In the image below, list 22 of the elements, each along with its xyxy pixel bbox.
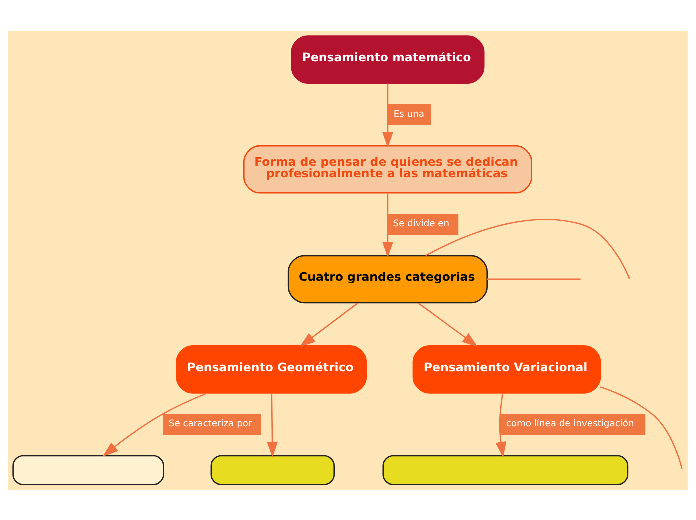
edge-label: Se divide en	[393, 219, 450, 230]
node-box	[210, 454, 336, 485]
node-box: Pensamiento Geométrico	[176, 345, 368, 394]
arrow	[496, 392, 507, 458]
connector	[600, 386, 683, 469]
arrow	[102, 392, 208, 456]
arrow	[382, 193, 394, 258]
edge-label: Es una	[394, 109, 424, 120]
connector	[487, 278, 581, 280]
arrow	[300, 302, 358, 347]
edge-label: como línea de investigación	[506, 419, 634, 430]
arrow	[418, 302, 478, 347]
node-box: Pensamiento Variacional	[412, 345, 602, 394]
connector	[426, 218, 630, 279]
node-box: Cuatro grandes categorias	[288, 254, 488, 304]
node-box: Pensamiento matemático	[291, 35, 485, 84]
edge-label: Se caracteriza por	[168, 419, 252, 430]
arrow	[267, 392, 278, 458]
arrow	[382, 83, 394, 148]
node-box: Forma de pensar de quienes se dedican profesionalmente a las matemáticas	[243, 144, 532, 194]
node-box	[382, 454, 629, 485]
node-box	[12, 454, 164, 485]
